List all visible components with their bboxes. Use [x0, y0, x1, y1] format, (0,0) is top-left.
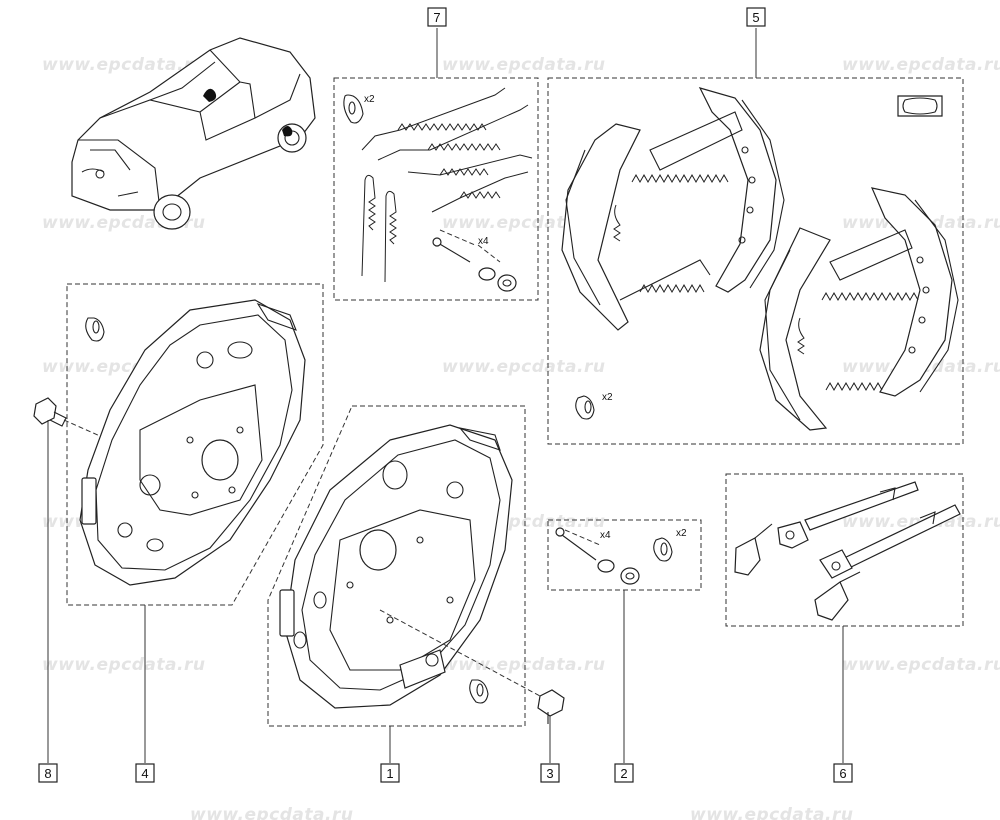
bolt-icon [33, 397, 101, 437]
callout-number: 7 [433, 10, 440, 25]
hardware-kit-2: x4 x2 [547, 519, 702, 763]
spring-icon [555, 527, 673, 585]
callout-7[interactable]: 7 [427, 7, 447, 27]
kit-7-box [333, 77, 539, 301]
watermark: www.epcdata.ru [690, 805, 853, 820]
callout-1[interactable]: 1 [380, 763, 400, 783]
quantity-label: x2 [676, 528, 687, 539]
callout-number: 5 [752, 10, 759, 25]
callout-3[interactable]: 3 [540, 763, 560, 783]
adjuster-icon [734, 481, 961, 621]
quantity-label: x4 [600, 530, 611, 541]
kit-6-box [725, 473, 964, 627]
watermark: www.epcdata.ru [442, 55, 605, 75]
callout-number: 6 [839, 766, 846, 781]
watermark: www.epcdata.ru [42, 55, 205, 75]
bolt-8 [33, 397, 101, 763]
quantity-label: x2 [364, 94, 375, 105]
bolt-3 [537, 689, 565, 763]
bolt-icon [537, 689, 565, 724]
backing-plate-icon [279, 424, 541, 709]
watermark: www.epcdata.ru [442, 655, 605, 675]
brake-shoe-kit-5: x2 [547, 28, 964, 445]
callout-4[interactable]: 4 [135, 763, 155, 783]
quantity-label: x4 [478, 236, 489, 247]
backing-plate-assembly-4 [66, 283, 324, 763]
spring-icon [343, 87, 533, 292]
callout-8[interactable]: 8 [38, 763, 58, 783]
callout-2[interactable]: 2 [614, 763, 634, 783]
callout-6[interactable]: 6 [833, 763, 853, 783]
watermark: www.epcdata.ru [190, 805, 353, 820]
spring-kit-7: x2 x4 [333, 28, 539, 301]
watermark: www.epcdata.ru [842, 655, 1000, 675]
quantity-label: x2 [602, 392, 613, 403]
vehicle-icon [71, 37, 316, 230]
adjuster-kit-6 [725, 473, 964, 763]
kit-4-box [66, 283, 324, 606]
callout-number: 3 [546, 766, 553, 781]
kit-1-box [267, 405, 526, 727]
backing-plate-icon [79, 299, 306, 586]
watermark: www.epcdata.ru [842, 55, 1000, 75]
watermark: www.epcdata.ru [42, 655, 205, 675]
callout-number: 2 [620, 766, 627, 781]
brake-shoe-icon [561, 87, 959, 431]
callout-number: 8 [44, 766, 51, 781]
watermark: www.epcdata.ru [442, 357, 605, 377]
callout-number: 1 [386, 766, 393, 781]
callout-5[interactable]: 5 [746, 7, 766, 27]
backing-plate-assembly-1 [267, 405, 541, 763]
kit-5-box [547, 77, 964, 445]
callout-number: 4 [141, 766, 148, 781]
